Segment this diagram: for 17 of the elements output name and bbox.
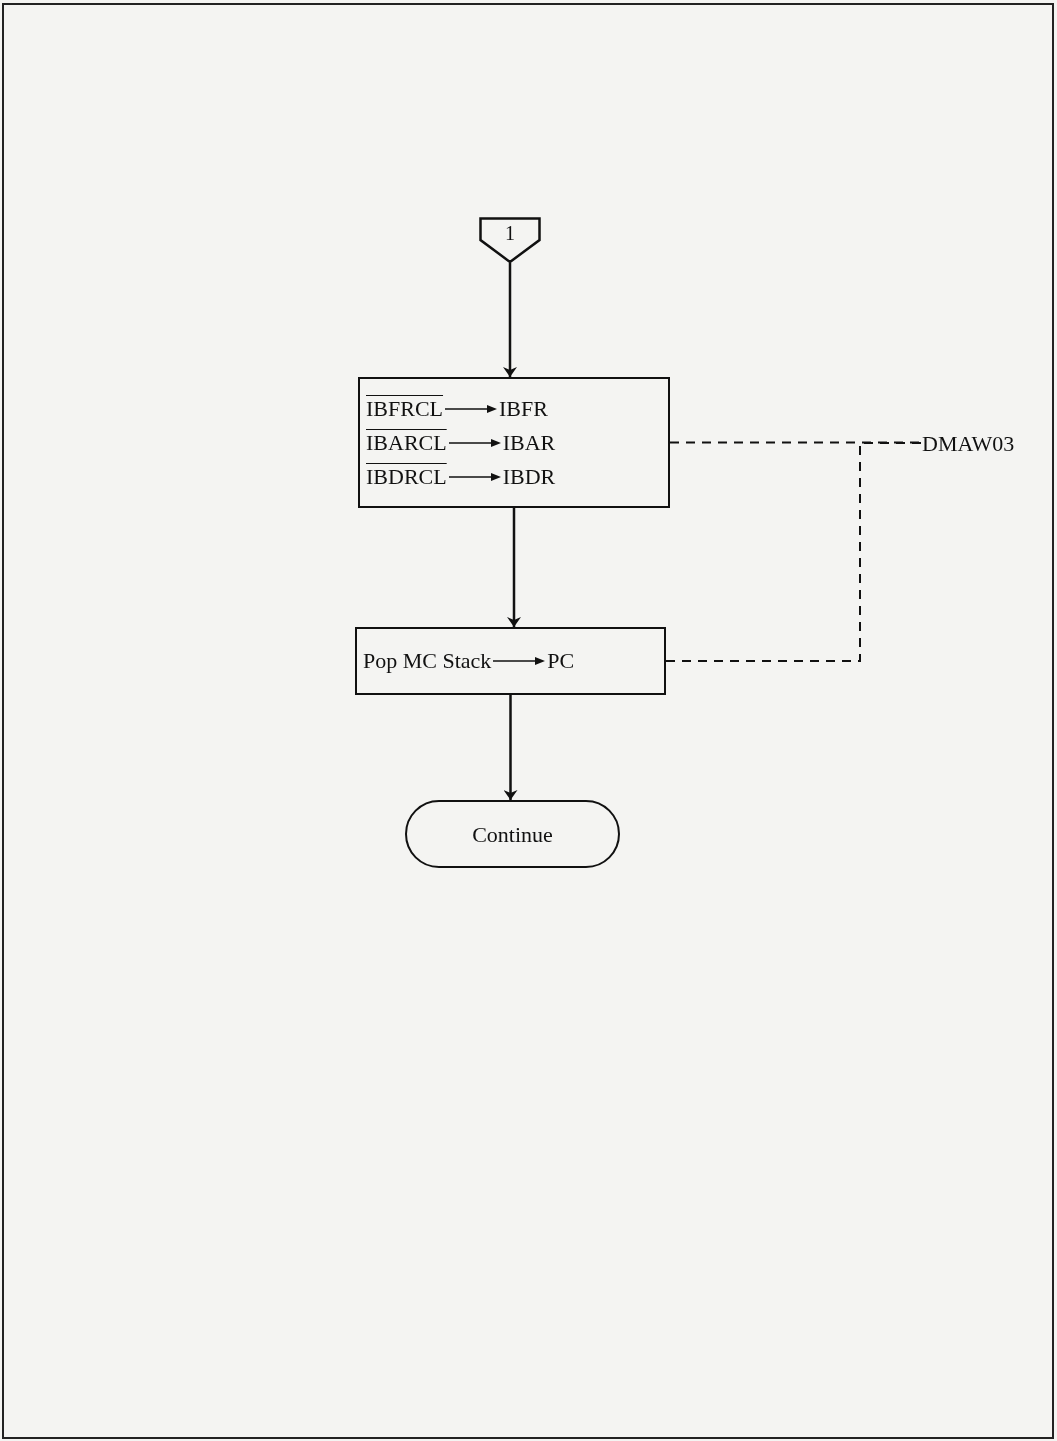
variable-name: IBDR: [502, 465, 556, 488]
variable-name: IBAR: [502, 431, 556, 454]
routine-name: DMAW03: [922, 427, 1032, 459]
variable-name: Pop MC Stack: [363, 650, 492, 672]
offpage-connector: [479, 217, 541, 263]
flow-arrow: [503, 695, 518, 800]
dashed-connector: [665, 442, 923, 662]
variable-name: PC: [547, 650, 575, 672]
flow-arrow: [503, 263, 517, 377]
variable-name: IBFRCL: [366, 397, 444, 420]
connector-number: 1: [504, 223, 516, 243]
variable-name: IBFR: [499, 397, 548, 420]
process-box: [358, 377, 670, 508]
flow-arrow: [507, 508, 521, 627]
variable-name: IBDRCL: [366, 465, 447, 488]
variable-name: IBARCL: [366, 431, 447, 454]
process-box: [355, 627, 666, 695]
